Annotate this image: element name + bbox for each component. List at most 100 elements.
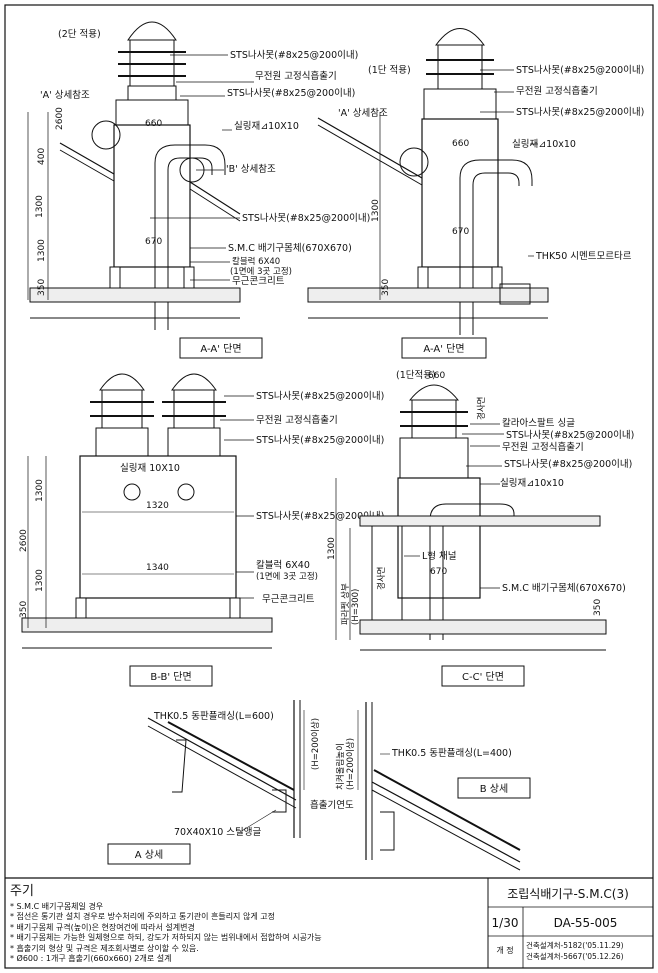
view-caption: C-C' 단면: [462, 671, 504, 683]
vent-body: [113, 124, 191, 268]
annotation-label: 660: [428, 371, 445, 381]
revision-history: 건축설계처-5182('05.11.29) 건축설계처-5667('05.12.…: [526, 940, 648, 962]
annotation-label: 670: [145, 237, 162, 247]
annotation-label: 치켜올림높이: [335, 743, 346, 790]
annotation-label: STS나사못(#8x25@200이내): [516, 107, 644, 118]
annotation-label: STS나사못(#8x25@200이내): [256, 435, 384, 446]
copper-flashing: [373, 769, 521, 851]
annotation-label: 1340: [146, 563, 169, 573]
concrete-slab: [21, 617, 273, 633]
annotation-label: (1면에 3곳 고정): [256, 571, 318, 582]
detail-a: (H=200이상) THK0.5 동판플래싱(L=600) 70X40X10 스…: [107, 700, 321, 865]
section-aa-single: (1단 적용) 1300 350 660 670 'A' 상세참조 STS나사못…: [307, 28, 644, 359]
annotation-label: (H=300): [351, 589, 361, 625]
annotation-label: 실링재⊿10x10: [500, 477, 564, 489]
annotation-label: STS나사못(#8x25@200이내): [242, 213, 370, 224]
annotation-label: 1300: [35, 195, 45, 218]
annotation-label: 흡출기연도: [310, 799, 354, 811]
view-caption: A-A' 단면: [200, 343, 241, 355]
concrete-slab: [29, 287, 241, 303]
annotation-label: 350: [593, 599, 603, 616]
annotation-label: STS나사못(#8x25@200이내): [230, 50, 358, 61]
annotation-label: 350: [19, 601, 29, 618]
note-item: * 배기구몸체는 가능한 일체형으로 하되, 강도가 저하되지 않는 범위내에서…: [10, 933, 322, 943]
annotation-label: STS나사못(#8x25@200이내): [256, 391, 384, 402]
annotation-label: STS나사못(#8x25@200이내): [504, 459, 632, 470]
mortar-fill: [499, 283, 531, 305]
section-cc: (1단적용) 1300 350 660 670 경사면 경사면 파라펫 상부 (…: [327, 369, 634, 687]
annotation-label: 2600: [55, 107, 65, 130]
annotation-label: 실링재⊿10x10: [512, 138, 576, 150]
view-tag: (1단적용): [396, 369, 436, 381]
annotation-label: 70X40X10 스틸앵글: [174, 826, 262, 838]
annotation-label: 660: [145, 119, 162, 129]
annotation-label: THK50 시멘트모르타르: [535, 251, 632, 262]
annotation-label: 경사면: [376, 567, 387, 590]
annotation-label: S.M.C 배기구몸체(670X670): [502, 583, 626, 594]
annotation-label: STS나사못(#8x25@200이내): [227, 88, 355, 99]
annotation-label: 칼블럭 6X40: [232, 256, 280, 267]
annotation-label: 1300: [371, 199, 381, 222]
view-tag: (1단 적용): [368, 64, 411, 76]
annotation-label: 실링재⊿10X10: [234, 120, 299, 132]
drawing-code: DA-55-005: [553, 916, 618, 930]
annotation-label: 경사면: [476, 397, 487, 420]
annotation-label: 1300: [35, 479, 45, 502]
section-bb: 2600 1300 1300 350 실링재 10X10 1320 1340 S…: [19, 373, 384, 687]
drawing-title: 조립식배기구-S.M.C(3): [507, 887, 629, 901]
annotation-label: THK0.5 동판플래싱(L=400): [391, 748, 512, 759]
view-tag: (2단 적용): [58, 28, 101, 40]
detail-a-marker: [91, 120, 121, 150]
annotation-label: 무전원 고정식흡출기: [502, 441, 584, 453]
concrete-slab: [307, 287, 549, 303]
view-caption: A-A' 단면: [423, 343, 464, 355]
steel-angle: [272, 789, 287, 813]
view-caption: B-B' 단면: [150, 671, 191, 683]
annotation-label: 칼라아스팔트 싱글: [502, 417, 575, 429]
annotation-label: 350: [381, 279, 391, 296]
revision-label: 개 정: [496, 946, 514, 955]
caption-box: [129, 665, 213, 687]
page-number: 1/30: [491, 916, 519, 930]
note-item: * Ø600 : 1개구 흡출기(660x660) 2개로 설계: [10, 954, 172, 964]
revision-entry: 건축설계처-5667('05.12.26): [526, 952, 624, 961]
annotation-label: THK0.5 동판플래싱(L=600): [153, 711, 274, 722]
annotation-label: 1300: [327, 537, 337, 560]
vent-body: [79, 455, 237, 599]
annotation-label: STS나사못(#8x25@200이내): [506, 430, 634, 441]
annotation-label: 400: [37, 148, 47, 165]
annotation-label: 670: [452, 227, 469, 237]
annotation-label: 1300: [37, 239, 47, 262]
annotation-label: 무근콘크리트: [232, 276, 285, 287]
annotation-label: 2600: [19, 529, 29, 552]
annotation-label: 660: [452, 139, 469, 149]
annotation-label: 무근콘크리트: [262, 594, 315, 605]
general-notes: 주기 * S.M.C 배기구몸체일 경우 * 접선은 통기관 설치 경우로 방수…: [10, 884, 480, 964]
vent-body: [397, 477, 481, 599]
revision-entry: 건축설계처-5182('05.11.29): [526, 941, 624, 950]
annotation-label: 670: [430, 567, 447, 577]
annotation-label: STS나사못(#8x25@200이내): [256, 511, 384, 522]
annotation-label: STS나사못(#8x25@200이내): [516, 65, 644, 76]
annotation-label: 무전원 고정식흡출기: [255, 70, 337, 82]
annotation-label: 350: [37, 279, 47, 296]
notes-title: 주기: [10, 884, 34, 899]
sheet-border: [4, 4, 654, 969]
detail-b: 치켜올림높이 (H=200이상) THK0.5 동판플래싱(L=400) 흡출기…: [310, 702, 531, 871]
note-item: * 배기구몸체 규격(높이)은 현장여건에 따라서 설계변경: [10, 922, 195, 932]
annotation-label: (1면에 3곳 고정): [230, 266, 292, 277]
annotation-label: S.M.C 배기구몸체(670X670): [228, 243, 352, 254]
ventilator-dome: [127, 21, 177, 41]
detail-a-marker: [399, 147, 429, 177]
annotation-label: 1300: [35, 569, 45, 592]
annotation-label: (H=200이상): [345, 738, 356, 790]
caption-box: [441, 665, 525, 687]
roof-deck: [359, 515, 601, 527]
caption-box: [107, 843, 191, 865]
annotation-label: 'A' 상세참조: [40, 90, 90, 101]
annotation-label: 파라펫 상부: [340, 583, 351, 625]
annotation-label: L형 채널: [422, 551, 457, 562]
annotation-label: 1320: [146, 501, 169, 511]
section-aa-double: (2단 적용) 2600 400 1300 1300 350 660: [27, 21, 370, 359]
annotation-label: 무전원 고정식흡출기: [516, 85, 598, 97]
